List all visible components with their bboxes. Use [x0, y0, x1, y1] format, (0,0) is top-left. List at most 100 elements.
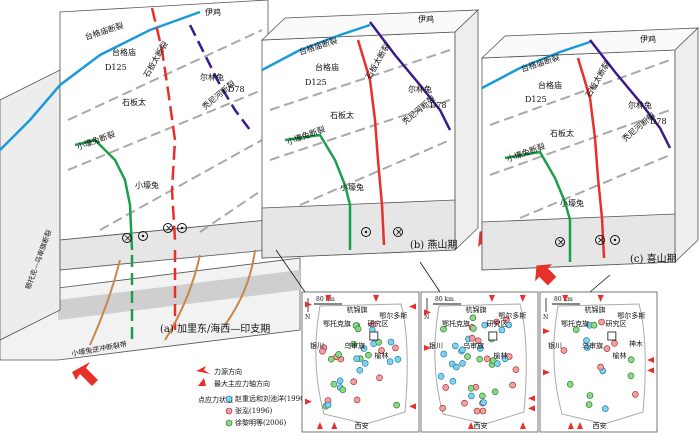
stress-arrow	[576, 422, 583, 429]
label-yinchuan: 银川	[310, 341, 324, 350]
north-label: N	[424, 314, 429, 321]
label-b-d78: D78	[430, 101, 447, 110]
stress-arrow	[305, 301, 312, 308]
study-area-box	[488, 331, 498, 341]
stress-point	[459, 346, 466, 354]
panel-b: × 台格庙断裂 台格庙 D125 伊鸡 石板太断裂 石板太 尔林兔 D78 秃尼…	[260, 9, 500, 259]
stress-maps: N80 km杭锦旗鄂托克旗研究区鄂尔多斯银川乌审旗榆林西安N80 km杭锦旗鄂托…	[301, 291, 658, 433]
label-wushen: 乌审旗	[582, 341, 603, 350]
stress-point	[440, 350, 448, 358]
svg-text:×: ×	[597, 236, 605, 246]
stress-point	[473, 407, 481, 415]
label-etuoke: 鄂托克旗	[323, 319, 351, 328]
stress-point	[392, 344, 399, 352]
stress-point	[330, 380, 338, 388]
stress-point	[442, 384, 450, 391]
stress-point	[491, 388, 499, 396]
stress-point	[586, 392, 594, 399]
stress-point	[459, 360, 466, 367]
stress-point	[560, 347, 568, 354]
stress-point	[498, 326, 506, 334]
svg-text:×: ×	[395, 228, 403, 238]
legend-src3: 徐黎明等(2006)	[235, 418, 287, 427]
label-erdos: 鄂尔多斯	[617, 311, 645, 320]
stress-point	[474, 337, 482, 345]
stress-point	[627, 356, 635, 364]
stress-point	[354, 325, 362, 333]
stress-axis-icon	[198, 378, 206, 386]
stress-point	[350, 340, 357, 348]
label-c-d78: D78	[650, 117, 667, 126]
stress-point	[393, 401, 400, 409]
stress-point	[512, 366, 520, 374]
label-wushen: 乌审旗	[344, 341, 365, 350]
force-direction-icon	[196, 366, 210, 374]
stress-map-3: N80 km杭锦旗鄂托克旗研究区鄂尔多斯银川乌审旗榆林神木西安	[539, 291, 658, 433]
stress-arrow	[325, 295, 332, 302]
legend-force: 力源方向	[214, 367, 242, 376]
stress-arrow	[543, 328, 550, 335]
stress-point	[339, 386, 347, 394]
stress-point	[585, 401, 593, 408]
label-yulin: 榆林	[494, 351, 508, 360]
label-yiji: 伊鸡	[205, 7, 221, 17]
stress-point	[336, 377, 344, 385]
panel-a: × × 台格庙断裂 台格庙 D125 伊鸡 石板太断裂 石板太 尔林兔 D78 …	[0, 0, 301, 386]
stress-point	[601, 405, 609, 413]
label-d125: D125	[105, 63, 127, 72]
stress-point	[631, 391, 639, 398]
stress-point	[476, 355, 484, 363]
stress-map-1: N80 km杭锦旗鄂托克旗研究区鄂尔多斯银川乌审旗榆林西安	[301, 291, 420, 433]
label-wushen: 乌审旗	[463, 341, 484, 350]
panel-c: × × 台格庙断裂 台格庙 D125 伊鸡 石板太断裂 石板太 尔林兔 D78 …	[480, 27, 700, 286]
stress-point	[453, 363, 460, 371]
stress-point	[627, 372, 635, 380]
stress-point	[350, 378, 358, 386]
stress-point	[470, 325, 477, 332]
label-hangjin: 杭锦旗	[465, 305, 486, 314]
caption-c: (c) 喜山期	[630, 252, 677, 265]
scale-label: 80 km	[435, 296, 454, 303]
stress-point	[378, 347, 385, 354]
label-b-shibantai: 石板太	[330, 110, 354, 120]
stress-point	[437, 372, 445, 380]
stress-point	[503, 316, 510, 324]
force-arrow-a	[72, 362, 98, 386]
stress-point	[479, 407, 487, 415]
legend: 力源方向 最大主应力轴方向 点应力状态 赵重远和刘池洋(1990) 张泓(199…	[196, 366, 308, 427]
study-area-box	[369, 331, 379, 341]
stress-point	[494, 360, 501, 368]
stress-point	[493, 318, 500, 326]
label-yinchuan: 银川	[429, 341, 443, 350]
label-d78: D78	[228, 85, 245, 94]
stress-point	[479, 392, 486, 400]
stress-point	[451, 342, 459, 350]
stress-point	[375, 338, 383, 346]
stress-point	[468, 334, 476, 342]
stress-arrow	[528, 405, 535, 412]
north-label: N	[305, 314, 310, 321]
label-c-xiaohaotu: 小壕兔	[560, 198, 584, 208]
stress-arrow	[597, 295, 604, 302]
stress-point	[324, 401, 332, 409]
stress-point	[480, 399, 487, 406]
scale-label: 80 km	[316, 296, 335, 303]
stress-point	[501, 355, 509, 363]
scale-label: 80 km	[554, 296, 573, 303]
stress-arrow	[467, 422, 474, 429]
label-c-d125: D125	[525, 95, 547, 104]
stress-point	[598, 318, 605, 326]
north-label: N	[543, 314, 548, 321]
label-b-d125: D125	[305, 78, 327, 87]
label-c-yiji: 伊鸡	[640, 34, 656, 44]
stress-arrow	[316, 422, 323, 429]
label-b-ernituo: 尔林兔	[408, 84, 432, 94]
label-yulin: 榆林	[375, 351, 389, 360]
stress-point	[356, 366, 364, 374]
label-xian: 西安	[355, 421, 369, 430]
stress-point	[469, 314, 477, 322]
label-erdos: 鄂尔多斯	[379, 311, 407, 320]
stress-point	[361, 359, 369, 367]
stress-arrow	[409, 303, 416, 310]
